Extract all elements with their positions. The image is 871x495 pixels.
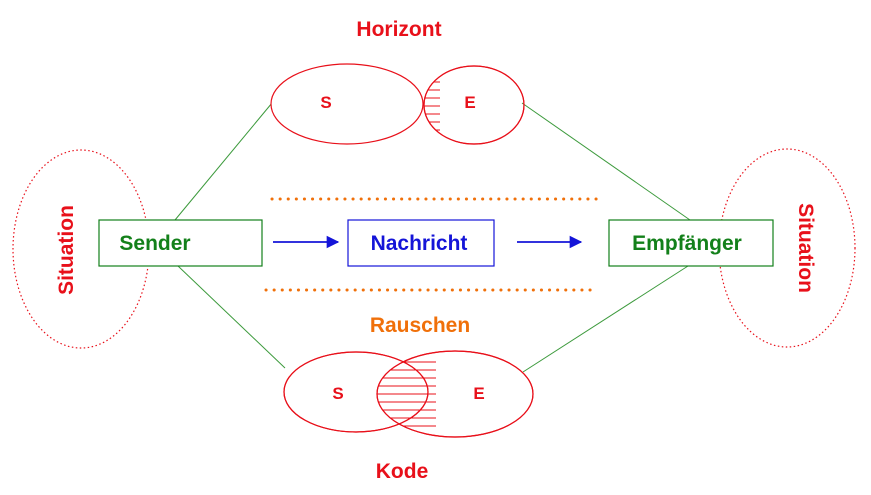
line-sender-kode: [177, 265, 286, 369]
empfaenger-label: Empfänger: [632, 232, 742, 255]
kode-title: Kode: [376, 460, 429, 483]
sender-box: [98, 219, 263, 267]
kode-venn: S E: [283, 350, 534, 438]
sender-label: Sender: [119, 232, 190, 255]
situation-right-label: Situation: [794, 203, 817, 293]
horizont-s-ellipse: [270, 63, 424, 145]
kode-e-label: E: [473, 384, 484, 403]
line-horizont-empfaenger: [521, 102, 691, 221]
horizont-title: Horizont: [356, 18, 441, 41]
line-sender-horizont: [174, 102, 273, 221]
horizont-venn: S E: [270, 63, 525, 145]
horizont-s-label: S: [320, 93, 331, 112]
nachricht-box: [347, 219, 495, 267]
horizont-e-label: E: [464, 93, 475, 112]
line-kode-empfaenger: [522, 265, 689, 373]
nachricht-label: Nachricht: [371, 232, 468, 255]
connector-lines: [174, 102, 691, 373]
rauschen-label: Rauschen: [370, 314, 470, 337]
kode-s-label: S: [332, 384, 343, 403]
empfaenger-box: [608, 219, 774, 267]
situation-left-label: Situation: [55, 205, 78, 295]
